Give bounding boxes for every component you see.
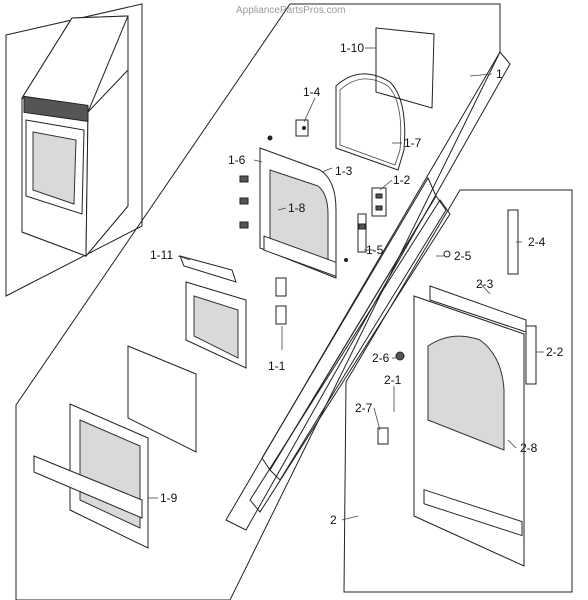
part-handle-1-11 bbox=[179, 255, 237, 283]
part-hinge-2-2 bbox=[525, 325, 537, 385]
callout-2-6: 2-6 bbox=[372, 351, 390, 365]
callout-1-10: 1-10 bbox=[340, 41, 364, 55]
door-assembly-frame-edge bbox=[225, 51, 511, 531]
inset-frame bbox=[5, 3, 143, 297]
callout-2: 2 bbox=[330, 513, 337, 527]
inner-frame-a bbox=[269, 195, 447, 481]
part-inner-door-1-3 bbox=[259, 135, 348, 279]
callout-1-6: 1-6 bbox=[228, 153, 246, 167]
callout-1: 1 bbox=[496, 67, 503, 81]
callout-1-11: 1-11 bbox=[150, 248, 173, 262]
dryer-door-window bbox=[32, 131, 77, 205]
callout-labels: 1 1-10 1-7 1-4 1-6 1-3 1-8 1-2 1-5 1-11 … bbox=[150, 41, 564, 527]
part-door-glass bbox=[127, 345, 197, 453]
callout-1-4: 1-4 bbox=[303, 85, 321, 99]
callout-1-1: 1-1 bbox=[268, 359, 286, 373]
front-panel-frame bbox=[343, 189, 573, 593]
part-door-liner bbox=[185, 281, 247, 369]
part-hinge-1-5 bbox=[357, 213, 367, 253]
part-glass-1-10 bbox=[375, 27, 435, 109]
part-gasket-1-7 bbox=[335, 73, 406, 171]
part-outer-door-1-9 bbox=[33, 403, 149, 549]
part-hinge-1-1 bbox=[275, 277, 287, 325]
part-clip-2-7 bbox=[377, 427, 389, 445]
dryer-overview-inset bbox=[5, 3, 143, 297]
inner-frame-b bbox=[249, 199, 451, 513]
door-handle-panel bbox=[33, 455, 143, 519]
callout-1-3: 1-3 bbox=[335, 164, 353, 178]
leader-lines bbox=[148, 47, 544, 521]
callout-1-7: 1-7 bbox=[404, 136, 422, 150]
part-front-panel-2-8 bbox=[413, 295, 525, 567]
callout-2-4: 2-4 bbox=[528, 235, 546, 249]
callout-2-7: 2-7 bbox=[355, 401, 373, 415]
watermark-text: AppliancePartsPros.com bbox=[236, 5, 346, 16]
callout-1-5: 1-5 bbox=[366, 243, 384, 257]
callout-1-9: 1-9 bbox=[160, 491, 178, 505]
part-hinge-1-2 bbox=[371, 187, 387, 217]
assembly-frames bbox=[15, 3, 573, 600]
part-hinge-screws-1-6 bbox=[239, 175, 249, 229]
dryer-cabinet bbox=[21, 15, 129, 258]
callout-2-3: 2-3 bbox=[476, 277, 494, 291]
part-screw-2-5 bbox=[443, 250, 451, 258]
control-panel bbox=[23, 95, 89, 122]
callout-2-1: 2-1 bbox=[384, 373, 402, 387]
part-plug-2-6 bbox=[395, 351, 405, 361]
callout-2-5: 2-5 bbox=[454, 249, 472, 263]
callout-2-8: 2-8 bbox=[520, 441, 538, 455]
callout-1-2: 1-2 bbox=[393, 173, 411, 187]
callout-2-2: 2-2 bbox=[546, 345, 564, 359]
callout-1-8: 1-8 bbox=[288, 201, 306, 215]
part-catch-1-4 bbox=[295, 119, 309, 137]
